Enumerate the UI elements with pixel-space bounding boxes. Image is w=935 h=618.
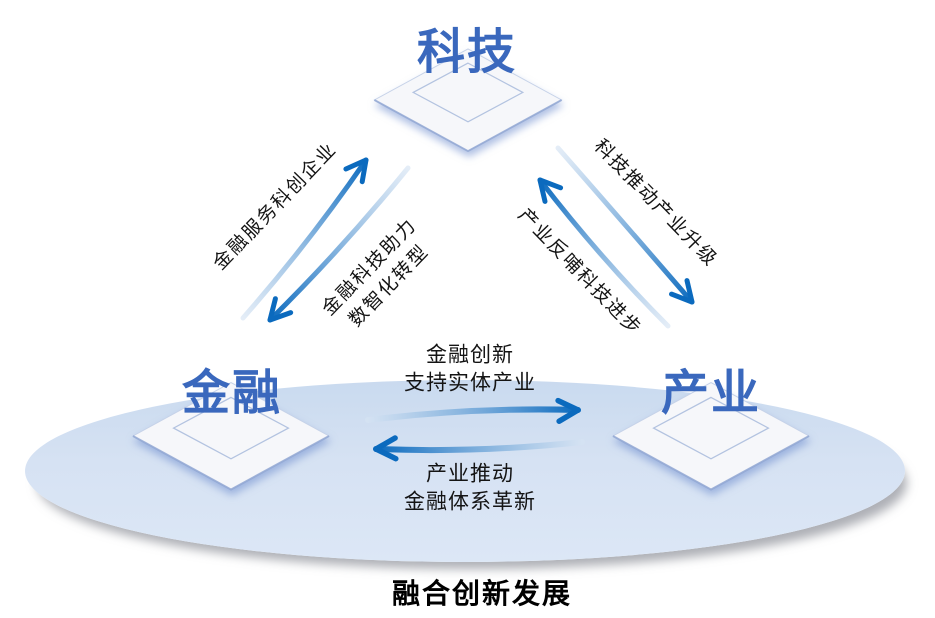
edge-label-line: 支持实体产业 <box>404 372 536 395</box>
tech-diamond <box>373 48 563 152</box>
node-industry-label: 产业 <box>660 367 762 420</box>
arrow-tech-to-finance <box>267 165 411 323</box>
edge-label-industry-reforms-finance: 产业推动 金融体系革新 <box>404 461 536 518</box>
edge-label-line: 金融创新 <box>426 343 514 367</box>
diagram-caption: 融合创新发展 <box>391 578 573 609</box>
finance-diamond <box>132 381 330 491</box>
arrow-finance-to-industry <box>365 397 581 424</box>
industry-diamond <box>612 381 810 491</box>
arrow-industry-to-tech <box>537 177 671 329</box>
arrow-finance-to-tech <box>240 157 369 321</box>
edge-label-line: 产业推动 <box>426 462 514 486</box>
edge-label-line: 金融体系革新 <box>404 491 536 514</box>
node-finance-label: 金融 <box>181 367 283 420</box>
node-tech-label: 科技 <box>416 26 518 79</box>
arrow-industry-to-finance <box>373 435 585 462</box>
arrow-tech-to-industry <box>555 145 695 305</box>
edge-label-finance-supports-industry: 金融创新 支持实体产业 <box>404 342 536 399</box>
